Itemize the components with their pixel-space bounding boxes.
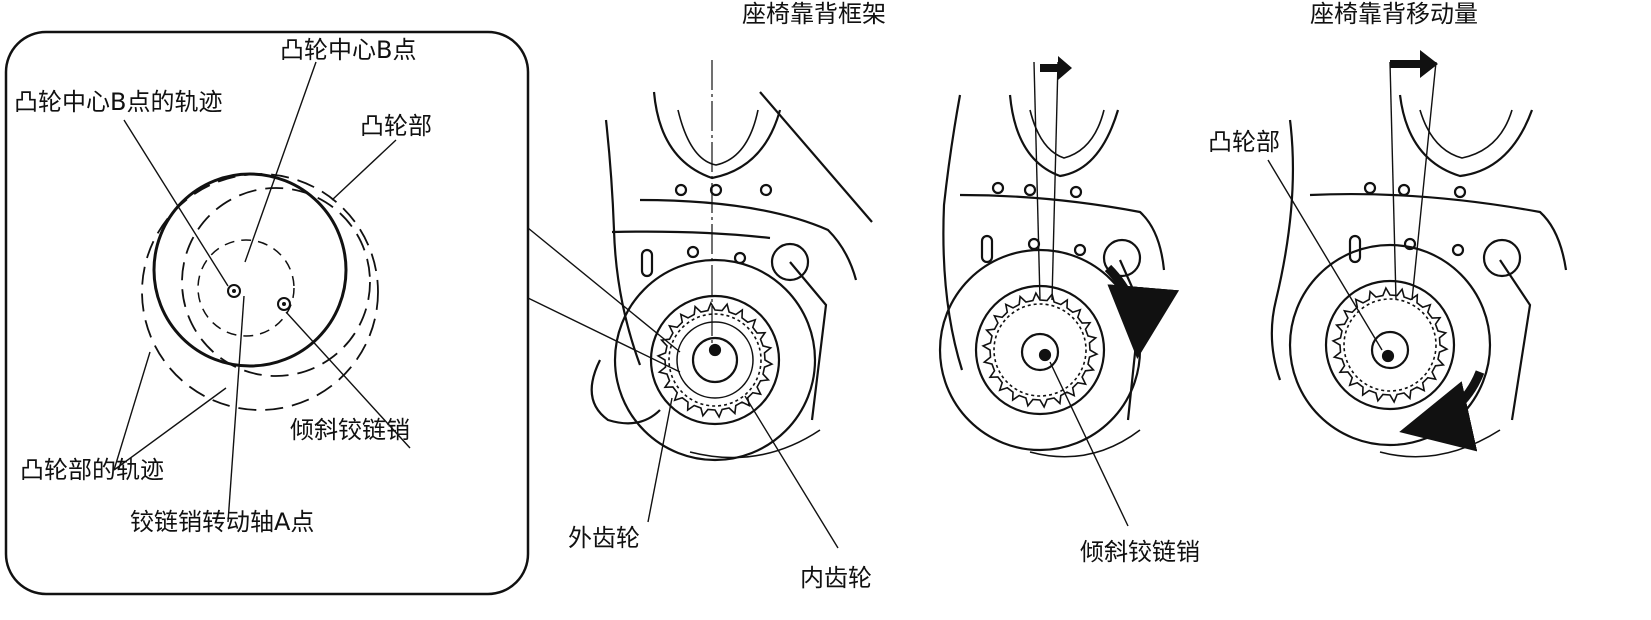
gear-teeth-tilted-1 [981,291,1099,409]
label-tilt-hinge-pin-middle: 倾斜铰链销 [1080,538,1200,566]
assembly-tilted-2 [1267,61,1568,458]
cam-part-track-circle-2 [181,187,371,377]
gear-teeth-neutral [656,301,774,419]
detail-panel [4,30,530,596]
label-seatback-movement: 座椅靠背移动量 [1310,0,1478,28]
label-outer-gear: 外齿轮 [568,524,640,552]
movement-arrow-small [1040,56,1072,80]
label-cam-part-track: 凸轮部的轨迹 [20,456,164,484]
assembly-neutral [590,60,873,549]
outer-gear-neutral [668,313,762,407]
movement-arrow-large [1390,50,1438,78]
label-cam-part-detail: 凸轮部 [360,112,432,140]
label-cam-center-b: 凸轮中心B点 [280,36,416,64]
gear-teeth-tilted-2 [1331,286,1449,404]
assembly-tilted-1 [938,61,1180,527]
cam-center-b-track-circle [197,239,295,337]
label-tilt-hinge-pin-detail: 倾斜铰链销 [290,416,410,444]
outer-housing-neutral [613,258,817,462]
label-hinge-axis-a: 铰链销转动轴A点 [130,508,314,536]
label-inner-gear: 内齿轮 [800,564,872,592]
cam-part-track-circle-1 [141,173,379,411]
detail-panel-frame [4,30,530,596]
label-cam-center-b-track: 凸轮中心B点的轨迹 [14,88,222,116]
inner-gear-neutral [649,294,781,426]
label-cam-part-right: 凸轮部 [1208,128,1280,156]
label-seatback-frame: 座椅靠背框架 [742,0,886,28]
